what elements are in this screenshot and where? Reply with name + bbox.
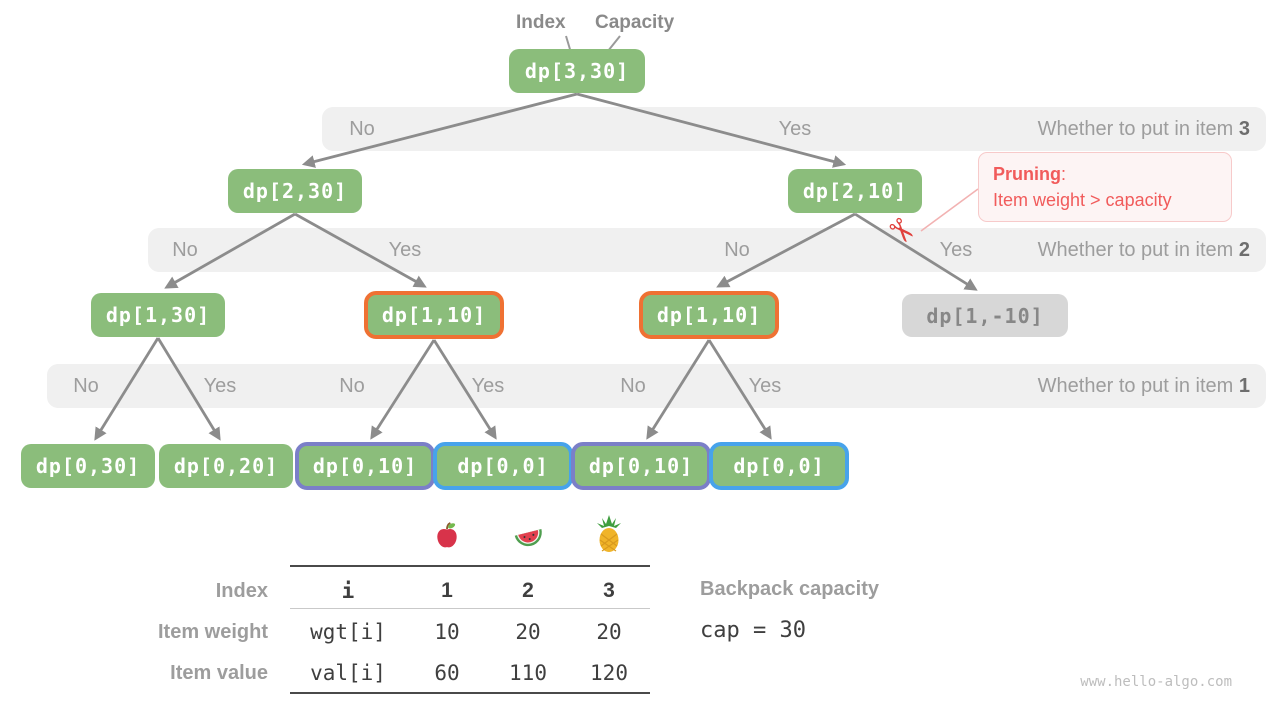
pruning-body: Item weight > capacity bbox=[993, 190, 1172, 210]
choice-label: Yes bbox=[939, 239, 973, 261]
dp-node-0-20: dp[0,20] bbox=[159, 444, 293, 488]
choice-label: No bbox=[620, 375, 646, 397]
decision-band-item-2: No Yes No Yes Whether to put in item 2 bbox=[148, 228, 1266, 272]
table-cell: val[i] bbox=[310, 661, 386, 685]
dp-node-2-10: dp[2,10] bbox=[788, 169, 922, 213]
band-question-text: Whether to put in item bbox=[1037, 375, 1239, 397]
dp-node-1-neg10: dp[1,-10] bbox=[902, 294, 1068, 337]
pruning-colon: : bbox=[1061, 164, 1067, 184]
pruning-title: Pruning: bbox=[993, 161, 1231, 187]
pineapple-icon bbox=[597, 515, 621, 552]
dp-node-2-30: dp[2,30] bbox=[228, 169, 362, 213]
dp-node-1-10-left: dp[1,10] bbox=[364, 291, 504, 339]
backpack-capacity-label: Backpack capacity bbox=[700, 578, 880, 600]
pruning-callout: Pruning: Item weight > capacity bbox=[978, 152, 1232, 222]
pruning-title-text: Pruning bbox=[993, 164, 1061, 184]
band-question: Whether to put in item 2 bbox=[1038, 228, 1250, 272]
table-cell: 2 bbox=[522, 579, 534, 602]
dp-node-0-0-right: dp[0,0] bbox=[709, 442, 849, 490]
table-cell: 20 bbox=[515, 620, 541, 644]
choice-label: No bbox=[349, 118, 375, 140]
table-mid-rule bbox=[290, 608, 650, 609]
band-item-number: 2 bbox=[1238, 239, 1250, 261]
watermelon-icon bbox=[514, 529, 542, 547]
choice-label: Yes bbox=[748, 375, 782, 397]
choice-label: Yes bbox=[471, 375, 505, 397]
dp-node-1-30: dp[1,30] bbox=[91, 293, 225, 337]
table-cell: wgt[i] bbox=[310, 620, 386, 644]
choice-label: No bbox=[724, 239, 750, 261]
choice-label: No bbox=[172, 239, 198, 261]
table-cell: i bbox=[341, 579, 355, 603]
choice-label: Yes bbox=[778, 118, 812, 140]
capacity-header-label: Capacity bbox=[595, 12, 675, 33]
table-cell: 10 bbox=[434, 620, 460, 644]
band-item-number: 1 bbox=[1238, 375, 1250, 397]
dp-node-0-10-left: dp[0,10] bbox=[295, 442, 435, 490]
dp-node-0-0-left: dp[0,0] bbox=[433, 442, 573, 490]
table-row-label-index: Index bbox=[215, 580, 268, 602]
table-cell: 3 bbox=[603, 579, 615, 602]
band-question-text: Whether to put in item bbox=[1037, 239, 1239, 261]
choice-label: No bbox=[73, 375, 99, 397]
band-question-text: Whether to put in item bbox=[1037, 118, 1239, 140]
band-question: Whether to put in item 3 bbox=[1038, 107, 1250, 151]
dp-node-3-30: dp[3,30] bbox=[509, 49, 645, 93]
table-row-label-weight: Item weight bbox=[157, 621, 268, 643]
table-cell: 20 bbox=[596, 620, 622, 644]
table-top-rule bbox=[290, 565, 650, 567]
choice-label: No bbox=[339, 375, 365, 397]
table-row-label-value: Item value bbox=[170, 662, 268, 684]
dp-node-0-10-right: dp[0,10] bbox=[571, 442, 711, 490]
choice-label: Yes bbox=[388, 239, 422, 261]
apple-icon bbox=[437, 522, 457, 548]
watermark: www.hello-algo.com bbox=[1080, 674, 1232, 690]
table-cell: 60 bbox=[434, 661, 460, 685]
decision-band-item-1: No Yes No Yes No Yes Whether to put in i… bbox=[47, 364, 1266, 408]
dp-node-0-30: dp[0,30] bbox=[21, 444, 155, 488]
table-bottom-rule bbox=[290, 692, 650, 694]
table-cell: 1 bbox=[441, 579, 453, 602]
backpack-capacity-value: cap = 30 bbox=[700, 618, 806, 643]
choice-label: Yes bbox=[203, 375, 237, 397]
decision-band-item-3: No Yes Whether to put in item 3 bbox=[322, 107, 1266, 151]
dp-node-1-10-right: dp[1,10] bbox=[639, 291, 779, 339]
table-cell: 110 bbox=[509, 661, 547, 685]
table-cell: 120 bbox=[590, 661, 628, 685]
band-item-number: 3 bbox=[1238, 118, 1250, 140]
index-header-label: Index bbox=[516, 12, 566, 33]
band-question: Whether to put in item 1 bbox=[1038, 364, 1250, 408]
